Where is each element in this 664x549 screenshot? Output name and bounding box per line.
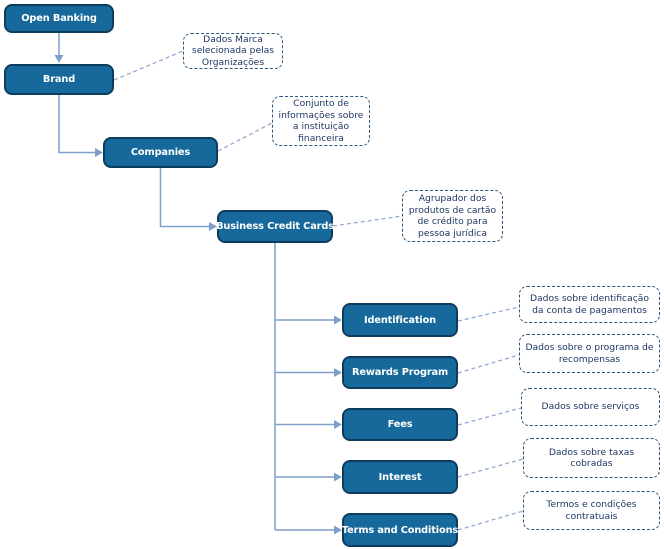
note-link-business-credit-cards xyxy=(332,215,403,227)
note-link-brand xyxy=(113,50,184,81)
node-fees[interactable]: Fees xyxy=(342,408,458,441)
note-link-fees xyxy=(457,407,522,426)
connector-branch-terms-and-conditions xyxy=(275,525,342,535)
connector-branch-fees xyxy=(275,420,342,429)
note-fees: Dados sobre serviços xyxy=(521,388,660,426)
connector-open-banking-to-brand xyxy=(54,33,64,63)
node-identification[interactable]: Identification xyxy=(342,303,458,337)
note-link-interest xyxy=(457,458,524,478)
node-interest[interactable]: Interest xyxy=(342,460,458,494)
connector-branch-rewards-program xyxy=(275,368,342,377)
connector-brand-to-companies xyxy=(58,95,103,157)
note-rewards-program: Dados sobre o programa de recompensas xyxy=(519,334,660,373)
note-business-credit-cards: Agrupador dos produtos de cartão de créd… xyxy=(402,190,503,242)
connector-branch-interest xyxy=(275,472,342,482)
node-rewards-program[interactable]: Rewards Program xyxy=(342,356,458,389)
note-link-rewards-program xyxy=(457,354,520,374)
note-link-companies xyxy=(217,122,273,152)
note-identification: Dados sobre identificação da conta de pa… xyxy=(519,286,660,323)
connector-companies-to-business-credit-cards xyxy=(159,168,217,231)
node-companies[interactable]: Companies xyxy=(103,137,218,168)
node-business-credit-cards[interactable]: Business Credit Cards xyxy=(216,210,334,243)
note-companies: Conjunto de informações sobre a institui… xyxy=(272,96,370,146)
node-open-banking[interactable]: Open Banking xyxy=(4,4,114,33)
node-terms-and-conditions[interactable]: Terms and Conditions xyxy=(342,513,458,547)
note-terms-and-conditions: Termos e condições contratuais xyxy=(523,491,660,530)
connector-branch-identification xyxy=(275,315,342,325)
note-brand: Dados Marca selecionada pelas Organizaçõ… xyxy=(183,33,283,69)
note-link-terms-and-conditions xyxy=(457,510,524,531)
node-brand[interactable]: Brand xyxy=(4,64,114,95)
note-link-identification xyxy=(457,306,520,322)
note-interest: Dados sobre taxas cobradas xyxy=(523,438,660,478)
